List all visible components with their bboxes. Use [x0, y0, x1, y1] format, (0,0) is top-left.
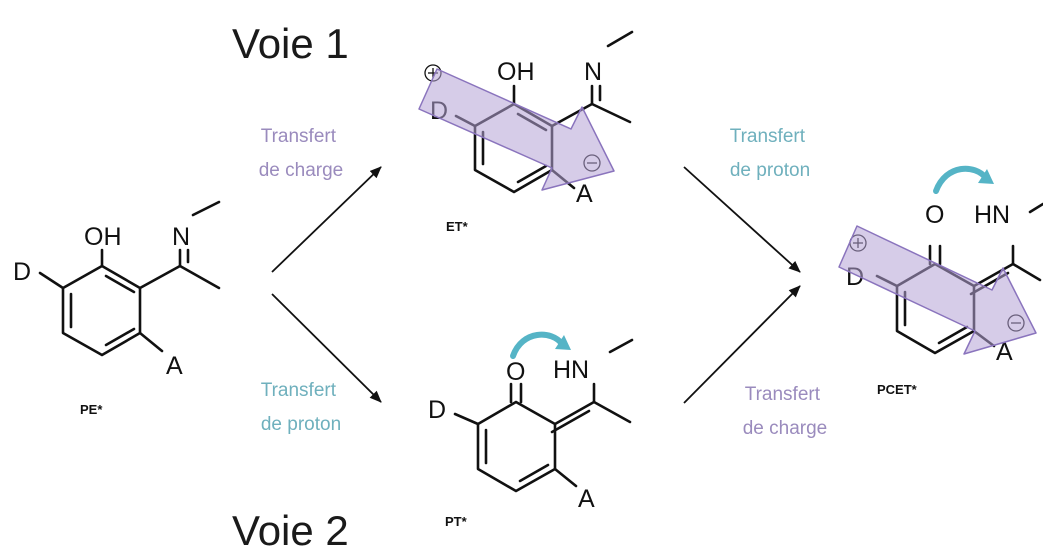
curved-arrow-icon: [933, 165, 994, 194]
atom-hn: HN: [553, 356, 589, 384]
bond-c-cimine: [550, 102, 594, 128]
arrow-pe-to-et: [271, 166, 382, 273]
atom-d: D: [13, 258, 31, 286]
bond-n-methyl: [608, 338, 634, 354]
atom-a: A: [996, 338, 1013, 366]
molecule-et: OH N D A ET*: [418, 30, 634, 234]
atom-a: A: [578, 485, 595, 513]
label-bottom-left: Transfert de proton: [261, 380, 342, 435]
bond-c-c-1: [553, 400, 596, 426]
bond-n-methyl: [1028, 202, 1043, 214]
arrow-et-to-pcet: [683, 166, 801, 273]
molecule-pt: O HN D A PT*: [428, 331, 634, 529]
wide-arrow-icon: [418, 68, 615, 191]
molecule-label-pe: PE*: [80, 402, 103, 417]
atom-o: O: [506, 358, 525, 386]
atom-oh: OH: [497, 58, 535, 86]
atom-a: A: [166, 352, 183, 380]
molecule-label-pcet: PCET*: [877, 382, 918, 397]
atom-a: A: [576, 180, 593, 208]
molecule-label-et: ET*: [446, 219, 469, 234]
cyclohexadiene-ring: [476, 400, 557, 493]
label-top-left: Transfert de charge: [259, 126, 344, 181]
atom-o: O: [925, 201, 944, 229]
bond-n-methyl: [606, 30, 634, 48]
label-bottom-right: Transfert de charge: [743, 384, 828, 439]
bond-c-a: [138, 331, 164, 353]
atom-n: N: [584, 58, 602, 86]
atom-n: N: [172, 223, 190, 251]
atom-d: D: [428, 396, 446, 424]
atom-oh: OH: [84, 223, 122, 251]
bond-n-methyl: [191, 200, 221, 217]
wide-arrow-icon: [838, 225, 1037, 355]
bond-c-a: [553, 467, 578, 488]
bond-c-cimine: [138, 264, 182, 290]
molecule-pe: OH N D A PE*: [13, 200, 221, 417]
bond-methyl: [590, 102, 632, 124]
curved-arrow-icon: [510, 331, 571, 359]
label-top-right: Transfert de proton: [730, 126, 811, 181]
route-2-title: Voie 2: [232, 507, 349, 554]
benzene-ring: [61, 264, 142, 357]
bond-methyl: [178, 264, 221, 290]
arrow-pt-to-pcet: [683, 285, 801, 404]
bond-c-d: [38, 271, 65, 290]
bond-c-d: [453, 412, 480, 426]
bond-c-c-1: [972, 262, 1015, 288]
bond-methyl: [592, 400, 632, 424]
molecule-pcet: O HN D A PCET*: [838, 165, 1043, 397]
bond-c-c-2: [550, 409, 591, 434]
arrow-pe-to-pt: [271, 293, 382, 403]
molecule-label-pt: PT*: [445, 514, 468, 529]
atom-hn: HN: [974, 201, 1010, 229]
route-1-title: Voie 1: [232, 20, 349, 67]
bond-methyl: [1011, 262, 1042, 282]
